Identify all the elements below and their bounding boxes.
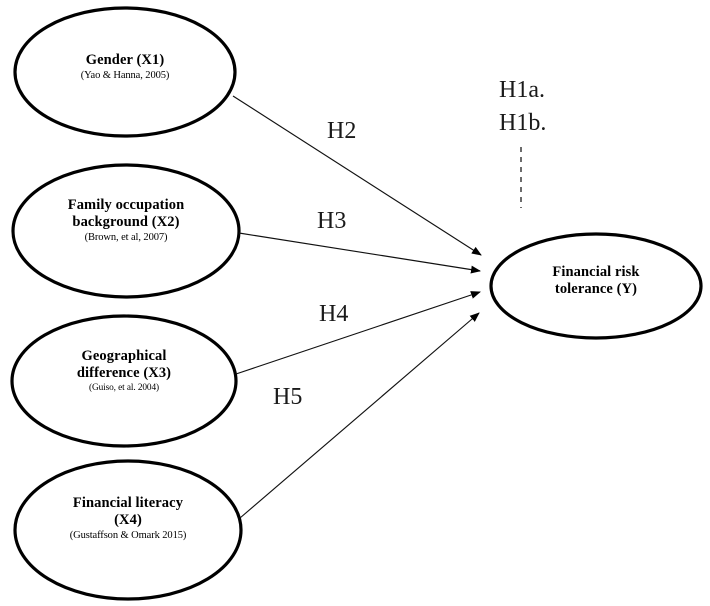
- node-ellipse-x3[interactable]: [10, 314, 238, 448]
- node-ellipse-x2[interactable]: [11, 163, 241, 299]
- arrow-h2: [232, 95, 482, 256]
- arrow-h5: [239, 312, 480, 519]
- node-ellipse-x1[interactable]: [13, 6, 237, 138]
- node-ellipse-y[interactable]: [489, 232, 703, 340]
- arrow-h3: [238, 232, 481, 274]
- node-ellipse-x4[interactable]: [13, 459, 243, 601]
- arrow-h4: [235, 291, 481, 375]
